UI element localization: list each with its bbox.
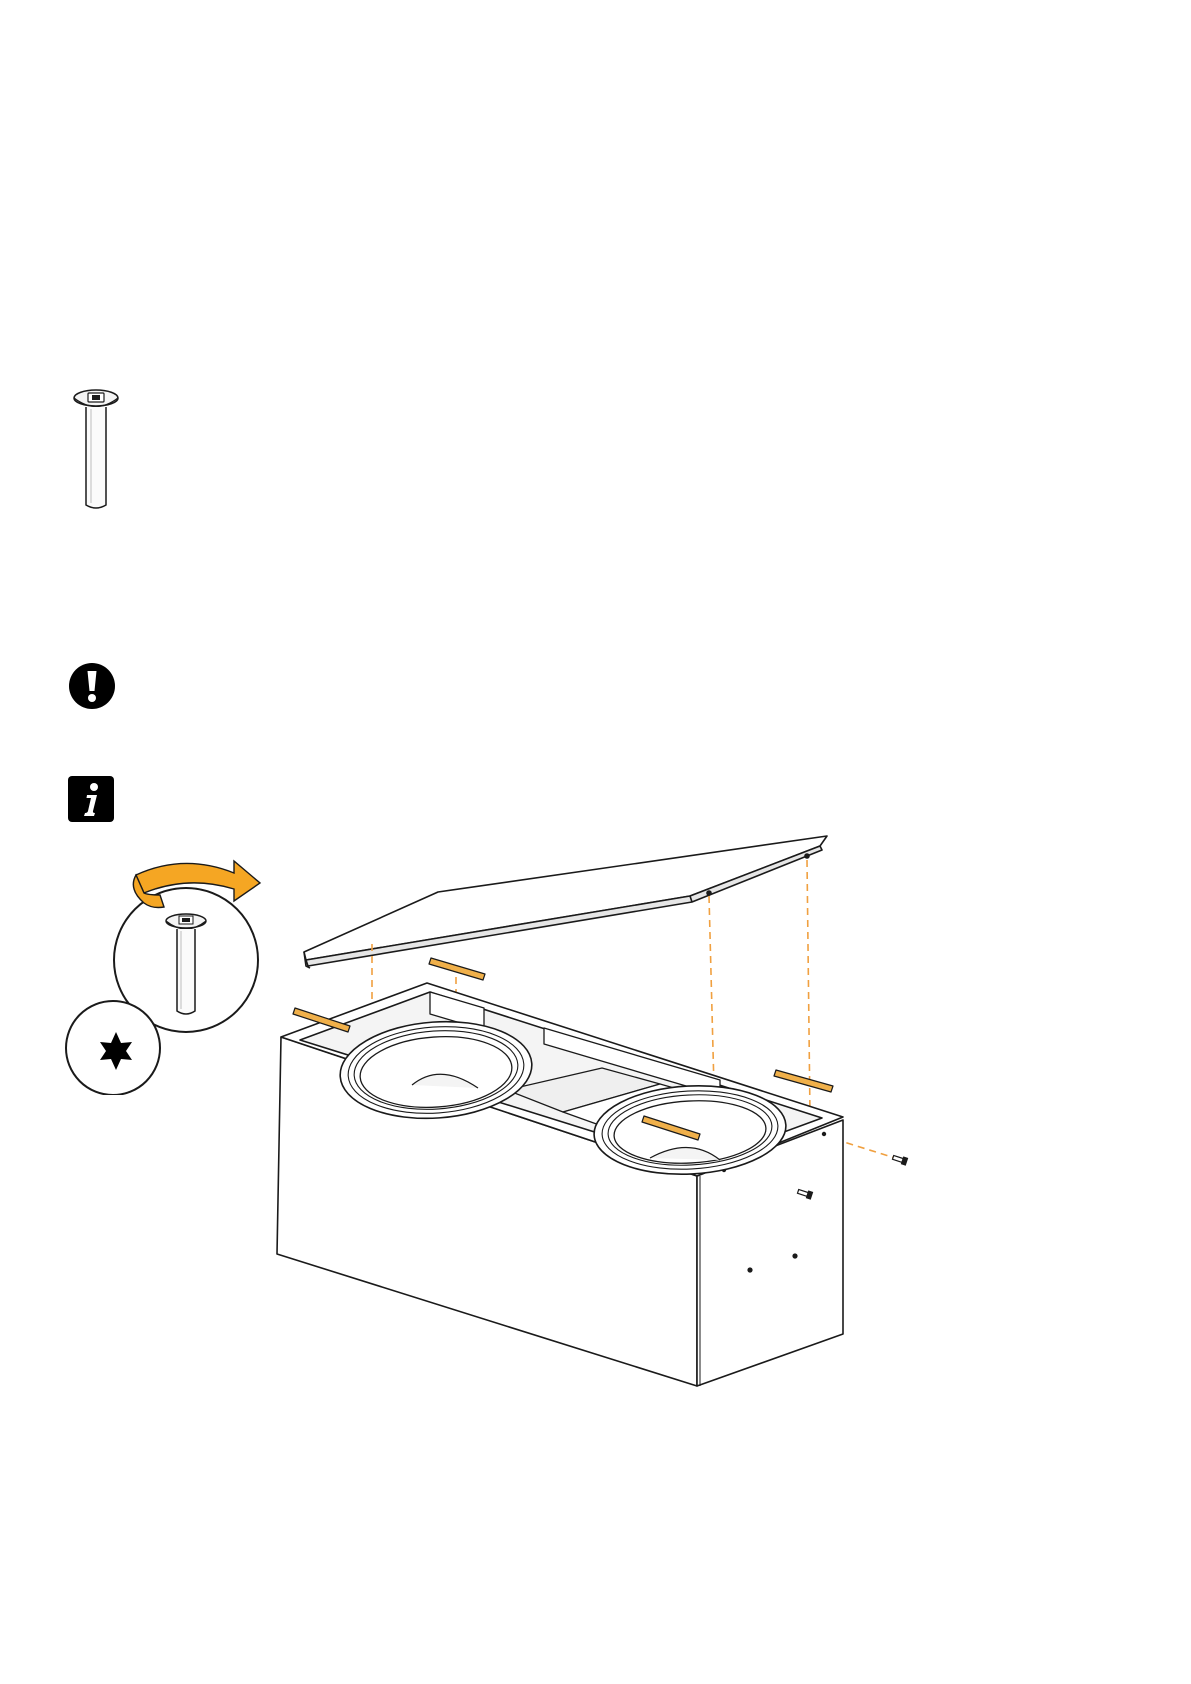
foam-pad-3 xyxy=(774,1070,833,1092)
screw-part-icon xyxy=(68,385,124,515)
info-icon xyxy=(68,776,114,822)
tool-callout xyxy=(64,855,274,1095)
cabinet-lid xyxy=(304,836,827,968)
foam-pad-2 xyxy=(429,958,485,980)
screw-2 xyxy=(892,1154,907,1165)
assembly-illustration xyxy=(260,820,920,1410)
warning-icon xyxy=(68,662,116,710)
